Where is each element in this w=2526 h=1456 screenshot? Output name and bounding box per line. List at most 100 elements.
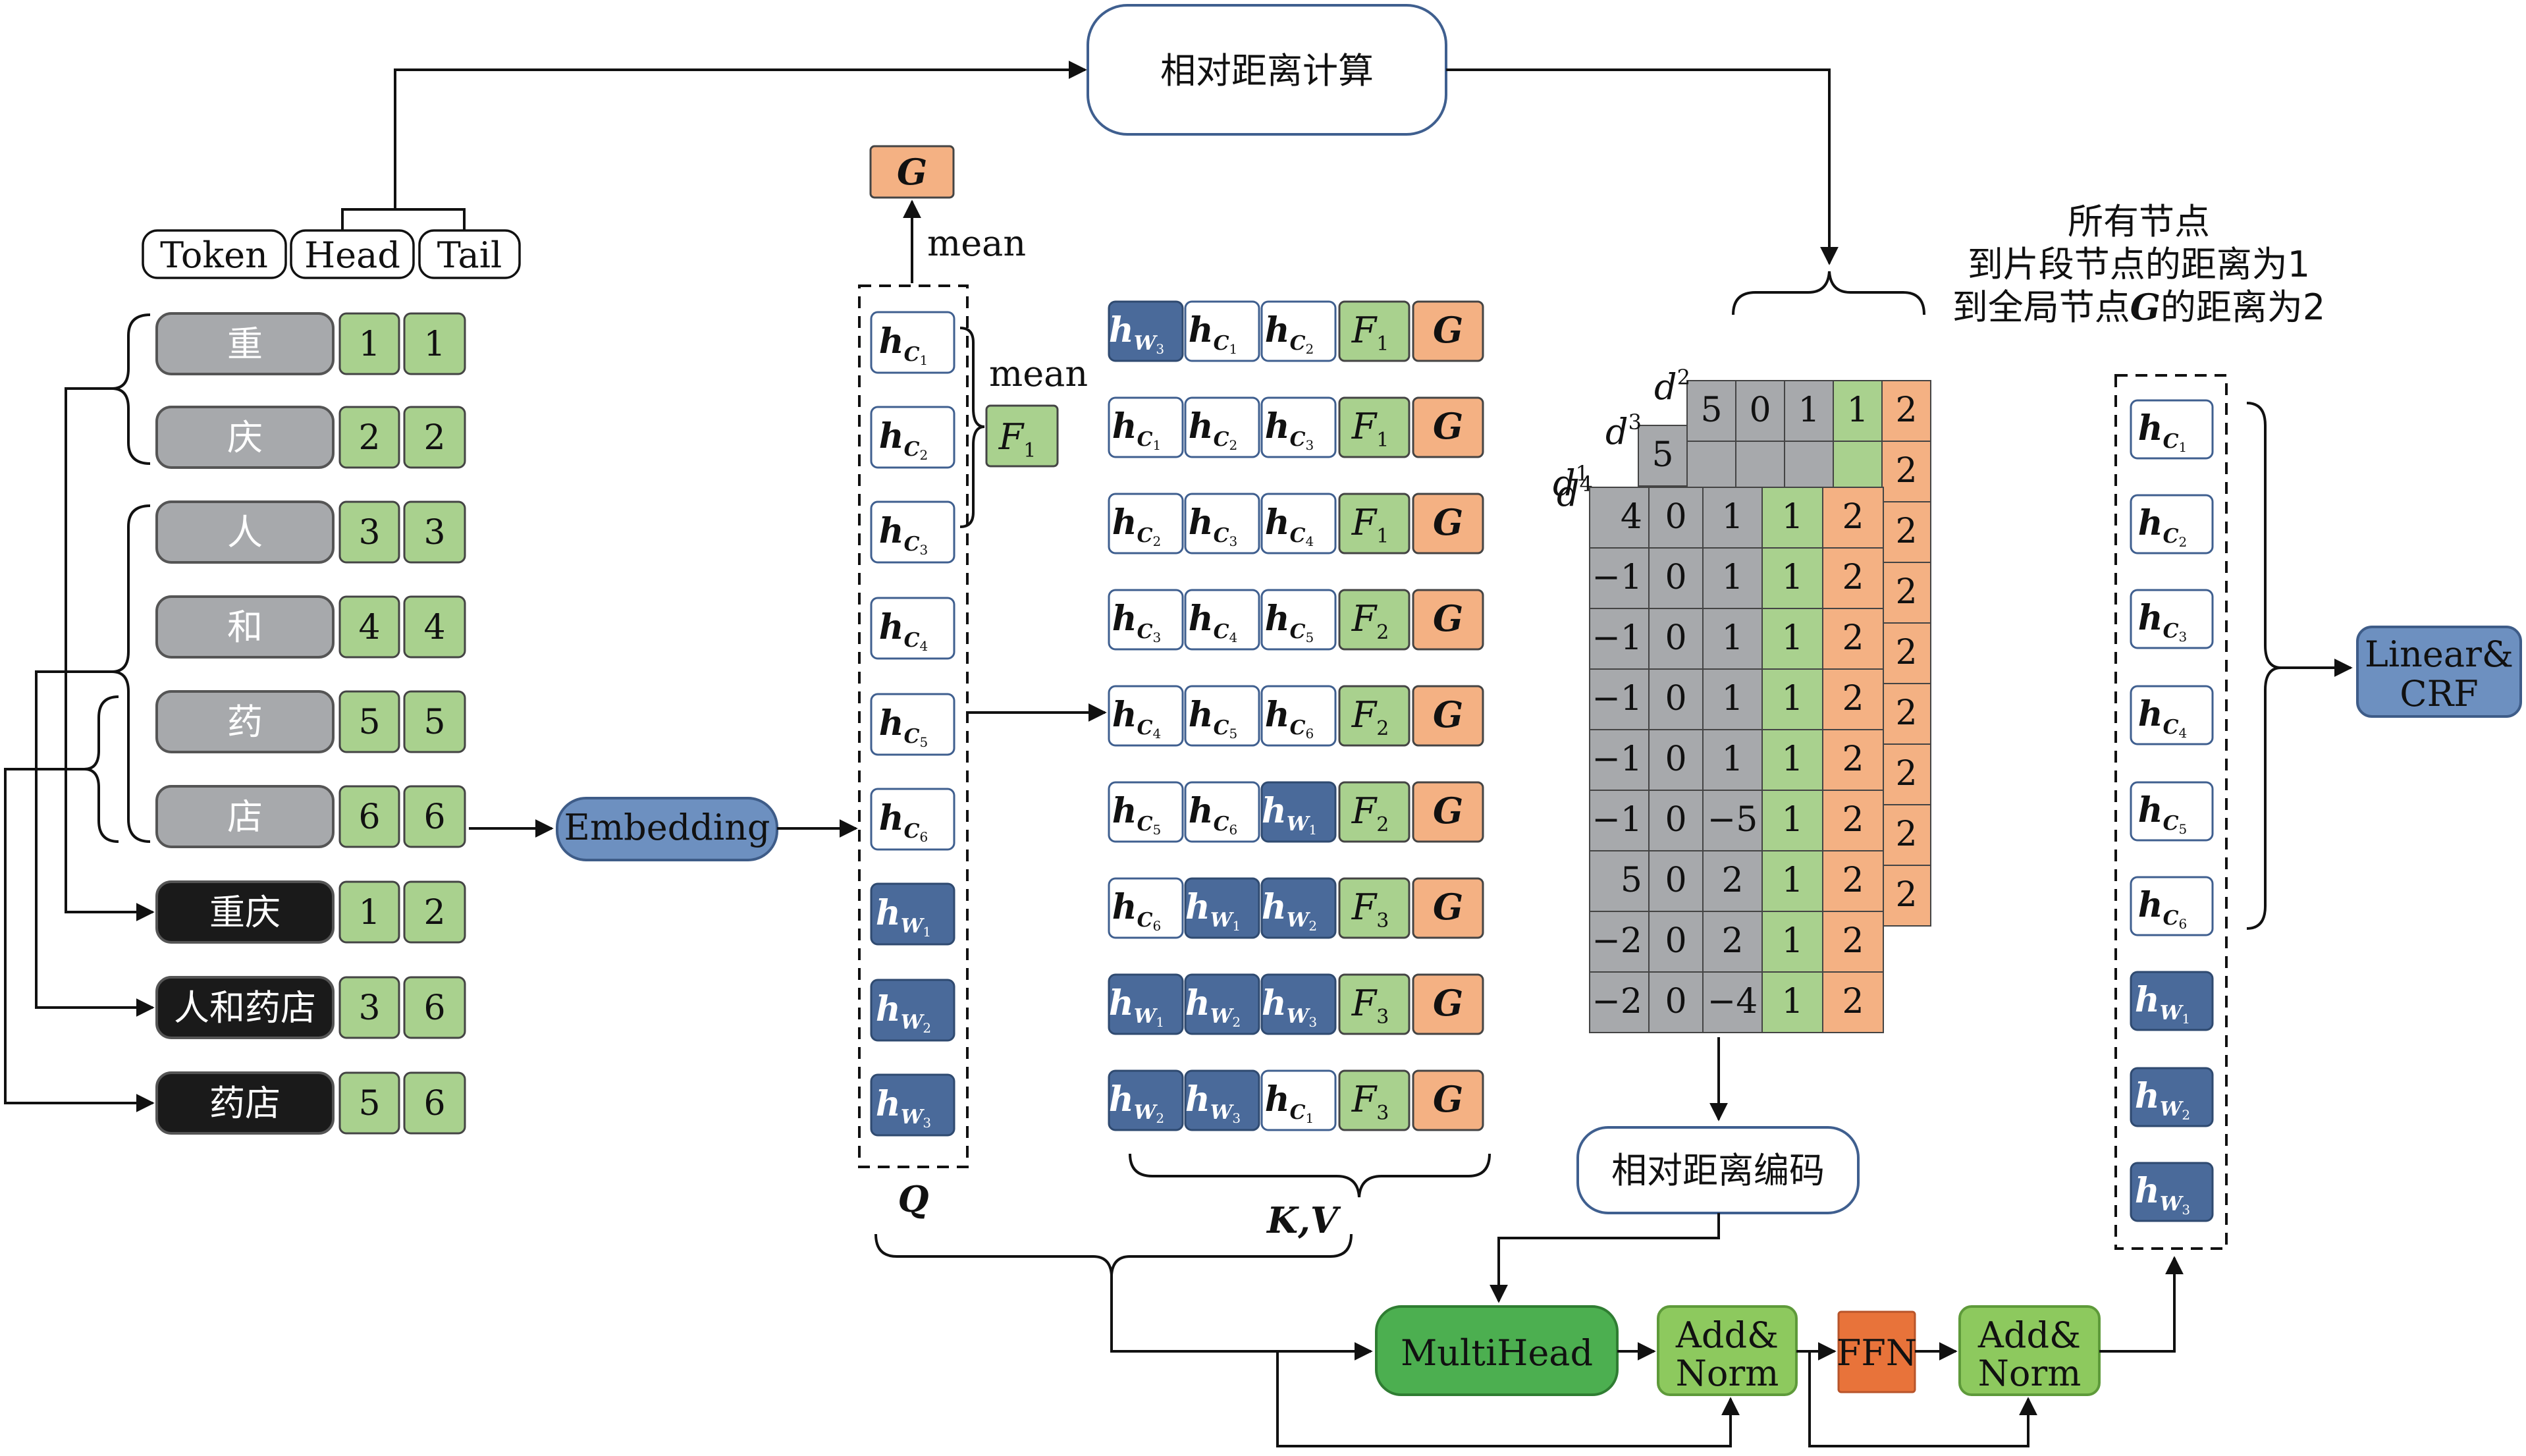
vector-label: hW3 bbox=[876, 1084, 931, 1131]
token-box bbox=[155, 595, 335, 659]
kv-vector-cell: hC1 bbox=[1260, 1069, 1337, 1131]
matrix-value: 1 bbox=[1781, 558, 1803, 597]
svg-text:G: G bbox=[1433, 501, 1463, 543]
note-line-3-g: G bbox=[2130, 286, 2161, 328]
kv-fragment-cell: F1 bbox=[1338, 396, 1411, 458]
addnorm-block-1: Add& Norm bbox=[1657, 1305, 1798, 1396]
kv-global-cell: G bbox=[1412, 1069, 1484, 1131]
qkv-to-multihead-arrow bbox=[1110, 1275, 1373, 1361]
addnorm2-line1: Add& bbox=[1977, 1314, 2081, 1356]
svg-text:G: G bbox=[1433, 405, 1463, 447]
svg-text:F3: F3 bbox=[1351, 886, 1389, 932]
kv-vector-cell: hW1 bbox=[1108, 973, 1184, 1035]
global-node-g-label: G bbox=[897, 151, 927, 193]
matrix-value: 2 bbox=[1721, 861, 1743, 900]
q-item: hC5 bbox=[870, 693, 955, 756]
matrix-value: 1 bbox=[1781, 800, 1803, 840]
matrix-value: 2 bbox=[1895, 633, 1917, 672]
matrix-value: 2 bbox=[1895, 875, 1917, 915]
note-text: 所有节点 到片段节点的距离为1 到全局节点G的距离为2 bbox=[1952, 201, 2325, 328]
tail-cell bbox=[403, 595, 466, 659]
vector-label: hC1 bbox=[1189, 310, 1237, 357]
linear-crf-block: Linear& CRF bbox=[2356, 626, 2522, 718]
matrix-value: 1 bbox=[1781, 618, 1803, 658]
vector-label: hW2 bbox=[1109, 1079, 1164, 1126]
vector-label: hW2 bbox=[876, 989, 931, 1036]
vector-label: hC5 bbox=[1189, 695, 1237, 741]
kv-global-cell: G bbox=[1412, 877, 1484, 939]
note-line-1: 所有节点 bbox=[2068, 201, 2210, 242]
matrix-value: 2 bbox=[1895, 693, 1917, 733]
matrix-layer-label: d2 bbox=[1654, 365, 1690, 408]
matrix-value: 0 bbox=[1665, 497, 1686, 537]
tail-cell bbox=[403, 785, 466, 848]
token-text: 药店 bbox=[209, 1083, 281, 1124]
embedding-node: Embedding bbox=[469, 797, 858, 861]
linear-crf-line1: Linear& bbox=[2365, 634, 2513, 675]
vector-label: hC3 bbox=[1189, 502, 1237, 549]
vector-label: hC3 bbox=[879, 511, 928, 558]
matrix-value: 2 bbox=[1842, 740, 1864, 779]
kv-vector-cell: hC5 bbox=[1184, 685, 1260, 747]
vector-label: hW2 bbox=[1262, 887, 1317, 934]
vector-label: hC3 bbox=[1265, 406, 1314, 453]
tail-value: 5 bbox=[423, 703, 445, 742]
token-box bbox=[155, 880, 335, 944]
linear-crf-line2: CRF bbox=[2400, 673, 2478, 715]
token-text: 和 bbox=[227, 607, 263, 648]
kv-label: K,V bbox=[1266, 1199, 1341, 1241]
head-value: 6 bbox=[358, 797, 380, 837]
kv-vector-cell: hC4 bbox=[1184, 589, 1260, 651]
kv-vector-cell: hW2 bbox=[1260, 877, 1337, 939]
ffn-block: FFN bbox=[1837, 1310, 1917, 1393]
note-line-3: 到全局节点G的距离为2 bbox=[1952, 286, 2325, 328]
fragment-node-f1: F1 bbox=[985, 404, 1059, 468]
matrix-value: 2 bbox=[1842, 861, 1864, 900]
kv-vector-cell: hC4 bbox=[1108, 685, 1184, 747]
vector-label: hC1 bbox=[1112, 406, 1161, 453]
head-value: 5 bbox=[358, 1084, 380, 1123]
vector-label: hC4 bbox=[2138, 694, 2187, 741]
distance-matrices: 4011222222222d45011222222222d35011222222… bbox=[1553, 365, 1931, 1033]
vector-label: hC6 bbox=[879, 798, 928, 845]
matrix-value: 5 bbox=[1652, 435, 1673, 475]
addnorm-to-output-arrow bbox=[2099, 1256, 2184, 1353]
matrix-value: 0 bbox=[1665, 618, 1686, 658]
head-cell bbox=[338, 880, 400, 944]
kv-fragment-cell: F1 bbox=[1338, 493, 1411, 554]
matrix-value: 5 bbox=[1621, 861, 1642, 900]
svg-text:F2: F2 bbox=[1351, 598, 1389, 644]
token-box bbox=[155, 785, 335, 848]
addnorm-block-2: Add& Norm bbox=[1958, 1305, 2101, 1396]
kv-vector-cell: hW2 bbox=[1184, 973, 1260, 1035]
token-box bbox=[155, 312, 335, 375]
header-token: Token bbox=[160, 234, 268, 276]
vector-label: hW1 bbox=[2135, 980, 2190, 1027]
addnorm1-line2: Norm bbox=[1676, 1353, 1779, 1394]
matrix-value: 0 bbox=[1665, 800, 1686, 840]
q-label: Q bbox=[898, 1178, 928, 1220]
head-value: 1 bbox=[358, 325, 380, 364]
relative-distance-calc-label: 相对距离计算 bbox=[1160, 50, 1374, 92]
vector-label: hC4 bbox=[879, 607, 928, 654]
output-item: hW1 bbox=[2130, 971, 2214, 1031]
vector-label: hC5 bbox=[879, 703, 928, 750]
matrix-value: 0 bbox=[1665, 740, 1686, 779]
vector-label: hW1 bbox=[1262, 791, 1317, 838]
kv-fragment-cell: F3 bbox=[1338, 1069, 1411, 1131]
tail-value: 3 bbox=[423, 513, 445, 553]
head-cell bbox=[338, 312, 400, 375]
svg-text:F1: F1 bbox=[1351, 310, 1389, 356]
output-dashed-box bbox=[2114, 374, 2228, 1250]
matrix-value: 0 bbox=[1749, 391, 1771, 430]
head-cell bbox=[338, 690, 400, 753]
matrix-value: 1 bbox=[1798, 391, 1819, 430]
tail-cell bbox=[403, 500, 466, 564]
tail-cell bbox=[403, 312, 466, 375]
